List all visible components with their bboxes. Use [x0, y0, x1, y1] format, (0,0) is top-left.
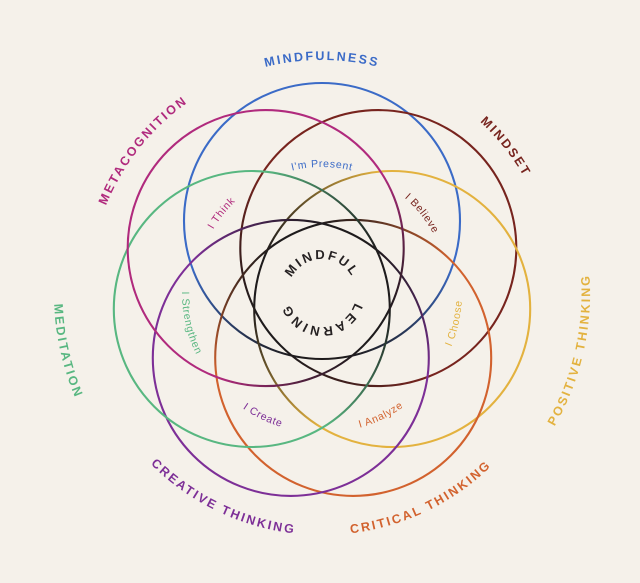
circle-positive-thinking: [253, 169, 532, 449]
circle-creative-thinking: [151, 218, 430, 497]
inner-label-im-present: I'm Present: [290, 158, 354, 174]
circle-metacognition: [126, 109, 405, 388]
circle-mindfulness: [182, 81, 462, 361]
outer-label-mindfulness: MINDFULNESS: [263, 49, 381, 70]
rings-group: [112, 81, 532, 497]
circle-critical-thinking: [214, 218, 493, 497]
